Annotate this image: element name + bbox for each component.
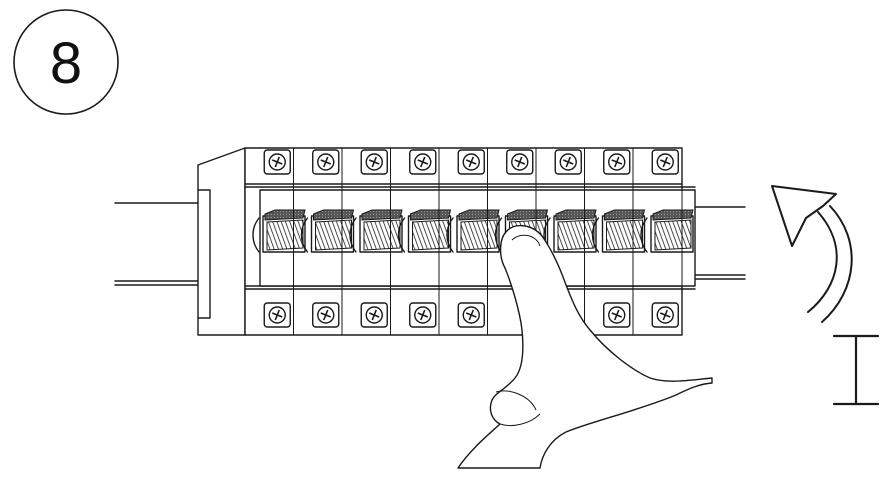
circuit-breaker-icon bbox=[293, 148, 355, 335]
on-position-mark: I bbox=[832, 334, 880, 406]
circuit-breaker-icon bbox=[341, 148, 403, 335]
pointing-hand-icon bbox=[457, 225, 713, 469]
screw-terminal-icon bbox=[263, 149, 291, 175]
screw-terminal-icon bbox=[603, 149, 631, 175]
screw-terminal-icon bbox=[263, 302, 291, 328]
screw-terminal-icon bbox=[312, 302, 340, 328]
curved-arrow-up-icon bbox=[771, 185, 853, 323]
screw-terminal-icon bbox=[603, 302, 631, 328]
screw-terminal-icon bbox=[554, 149, 582, 175]
screw-terminal-icon bbox=[506, 149, 534, 175]
step-number: 8 bbox=[50, 31, 82, 96]
screw-terminal-icon bbox=[651, 302, 679, 328]
screw-terminal-icon bbox=[409, 149, 437, 175]
circuit-breaker-icon bbox=[438, 148, 500, 335]
screw-terminal-icon bbox=[360, 302, 388, 328]
screw-terminal-icon bbox=[409, 302, 437, 328]
din-rail bbox=[114, 202, 746, 286]
screw-terminal-icon bbox=[651, 149, 679, 175]
screw-terminal-icon bbox=[457, 302, 485, 328]
step-number-badge: 8 bbox=[13, 9, 119, 115]
screw-terminal-icon bbox=[457, 149, 485, 175]
screw-terminal-icon bbox=[312, 149, 340, 175]
screw-terminal-icon bbox=[360, 149, 388, 175]
